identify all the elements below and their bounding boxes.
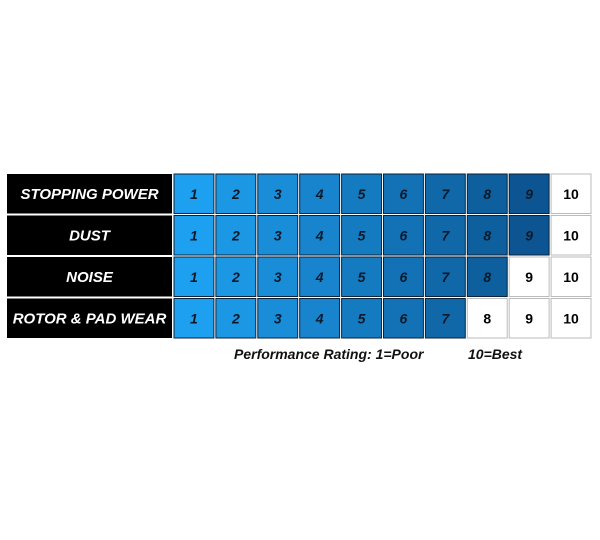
rating-number-dust-10: 10 (563, 227, 579, 243)
rating-number-stopping-power-6: 6 (400, 186, 408, 202)
rating-number-rotor-pad-wear-2: 2 (231, 310, 240, 326)
rating-cell-stopping-power-3 (257, 173, 299, 214)
rating-cell-rotor-pad-wear-9 (508, 298, 550, 339)
rating-number-stopping-power-1: 1 (190, 186, 198, 202)
rating-number-stopping-power-8: 8 (483, 186, 491, 202)
row-label-bg-dust (7, 215, 172, 255)
rating-number-rotor-pad-wear-1: 1 (190, 310, 198, 326)
rating-cell-dust-6 (383, 215, 424, 256)
rating-number-noise-2: 2 (231, 269, 240, 285)
rating-number-rotor-pad-wear-4: 4 (315, 310, 324, 326)
rating-legend: Performance Rating: 1=Poor 10=Best (7, 344, 593, 366)
rating-cell-dust-1 (173, 215, 215, 256)
rating-cell-dust-9 (508, 215, 550, 256)
rating-number-stopping-power-4: 4 (315, 186, 324, 202)
rating-cell-noise-7 (424, 256, 466, 297)
rating-cell-dust-3 (257, 215, 299, 256)
rating-number-dust-5: 5 (358, 227, 366, 243)
rating-cell-noise-5 (341, 256, 383, 297)
rating-cell-noise-9 (508, 256, 550, 297)
rating-number-stopping-power-5: 5 (358, 186, 366, 202)
rating-cell-noise-2 (215, 256, 257, 297)
rating-number-stopping-power-2: 2 (231, 186, 240, 202)
rating-number-dust-3: 3 (274, 227, 282, 243)
rating-number-dust-8: 8 (483, 227, 491, 243)
rating-cell-noise-8 (466, 256, 508, 297)
rating-number-rotor-pad-wear-3: 3 (274, 310, 282, 326)
rating-cell-noise-10 (550, 256, 592, 297)
rating-number-rotor-pad-wear-5: 5 (358, 310, 366, 326)
rating-cell-rotor-pad-wear-1 (173, 298, 215, 339)
rating-number-noise-10: 10 (563, 269, 579, 285)
rating-cell-noise-3 (257, 256, 299, 297)
rating-number-dust-6: 6 (400, 227, 408, 243)
rating-number-noise-3: 3 (274, 269, 282, 285)
rating-number-noise-4: 4 (315, 269, 324, 285)
rating-cell-dust-8 (466, 215, 508, 256)
rating-number-rotor-pad-wear-10: 10 (563, 310, 579, 326)
rating-cell-stopping-power-7 (424, 173, 466, 214)
rating-number-noise-1: 1 (190, 269, 198, 285)
row-label-rotor-pad-wear: ROTOR & PAD WEAR (13, 310, 167, 327)
rating-cell-stopping-power-10 (550, 173, 592, 214)
rating-number-stopping-power-3: 3 (274, 186, 282, 202)
rating-cell-noise-6 (383, 256, 424, 297)
rating-cell-stopping-power-5 (341, 173, 383, 214)
rating-number-stopping-power-9: 9 (525, 186, 533, 202)
rating-number-noise-5: 5 (358, 269, 366, 285)
rating-cell-rotor-pad-wear-2 (215, 298, 257, 339)
rating-number-dust-2: 2 (231, 227, 240, 243)
rating-cell-dust-4 (299, 215, 341, 256)
rating-number-noise-9: 9 (525, 269, 533, 285)
rating-number-rotor-pad-wear-7: 7 (441, 310, 450, 326)
rating-cell-stopping-power-8 (466, 173, 508, 214)
rating-number-rotor-pad-wear-9: 9 (525, 310, 533, 326)
row-label-stopping-power: STOPPING POWER (20, 186, 158, 203)
row-label-dust: DUST (69, 227, 112, 244)
rating-number-dust-9: 9 (525, 227, 533, 243)
rating-cell-rotor-pad-wear-8 (466, 298, 508, 339)
rating-number-dust-1: 1 (190, 227, 198, 243)
legend-best: 10=Best (468, 346, 523, 362)
rating-cell-rotor-pad-wear-10 (550, 298, 592, 339)
rating-number-rotor-pad-wear-6: 6 (400, 310, 408, 326)
rating-cell-rotor-pad-wear-5 (341, 298, 383, 339)
rating-cell-noise-4 (299, 256, 341, 297)
row-label-bg-rotor-pad-wear (7, 298, 172, 338)
rating-number-dust-4: 4 (315, 227, 324, 243)
rating-number-noise-6: 6 (400, 269, 408, 285)
rating-cell-rotor-pad-wear-4 (299, 298, 341, 339)
rating-cell-stopping-power-4 (299, 173, 341, 214)
row-label-bg-stopping-power (7, 174, 172, 214)
rating-number-noise-8: 8 (483, 269, 491, 285)
rating-cell-dust-10 (550, 215, 592, 256)
rating-cell-rotor-pad-wear-6 (383, 298, 424, 339)
rating-number-stopping-power-7: 7 (441, 186, 450, 202)
rating-cell-stopping-power-2 (215, 173, 257, 214)
rating-number-rotor-pad-wear-8: 8 (483, 310, 491, 326)
rating-cell-dust-2 (215, 215, 257, 256)
rating-cell-dust-5 (341, 215, 383, 256)
rating-number-stopping-power-10: 10 (563, 186, 579, 202)
rating-cell-dust-7 (424, 215, 466, 256)
rating-number-dust-7: 7 (441, 227, 450, 243)
rating-cell-rotor-pad-wear-3 (257, 298, 299, 339)
legend-poor: Performance Rating: 1=Poor (234, 346, 424, 362)
rating-cell-rotor-pad-wear-7 (424, 298, 466, 339)
row-label-noise: NOISE (66, 269, 114, 286)
row-label-bg-noise (7, 257, 172, 297)
rating-cell-stopping-power-1 (173, 173, 215, 214)
rating-cell-noise-1 (173, 256, 215, 297)
rating-cell-stopping-power-9 (508, 173, 550, 214)
rating-number-noise-7: 7 (441, 269, 450, 285)
rating-cell-stopping-power-6 (383, 173, 424, 214)
